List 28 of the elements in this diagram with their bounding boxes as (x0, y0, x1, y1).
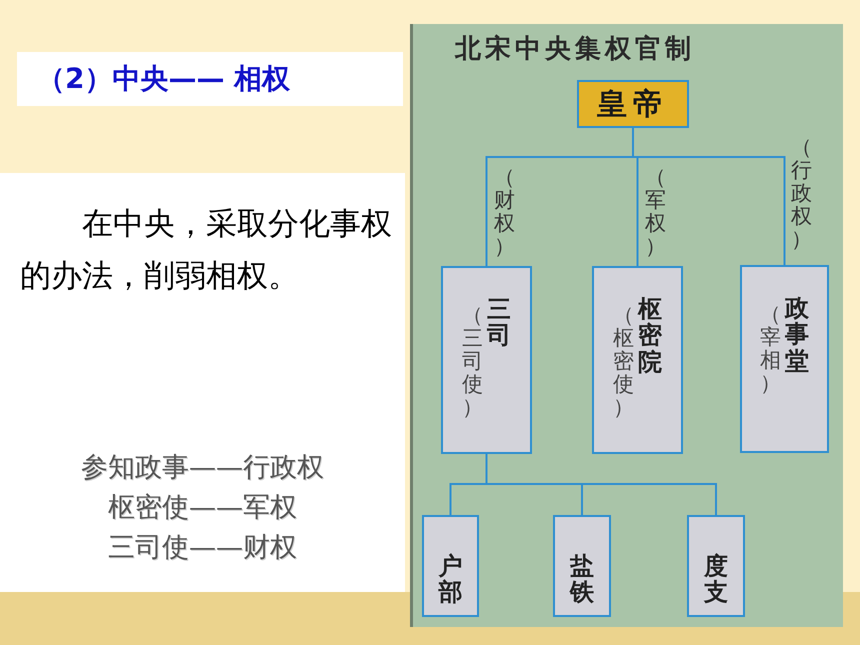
node-label: 三司 (487, 296, 511, 349)
node-label: （三司使） (462, 304, 483, 420)
connector-line (486, 454, 717, 515)
slide-title: （2）中央—— 相权 (37, 61, 290, 97)
edge-label: （行政权） (791, 136, 812, 252)
node-label: （枢密使） (613, 304, 634, 420)
emperor-box (577, 80, 689, 128)
edge-label: （财权） (494, 166, 515, 258)
outlined-note: 参知政事——行政权 (81, 451, 324, 485)
node-label: 户部 (438, 553, 462, 606)
edge-label: （军权） (645, 166, 666, 258)
outlined-note: 三司使——财权 (108, 531, 297, 565)
node-label: 政事堂 (785, 295, 809, 374)
chart-title: 北宋中央集权官制 (455, 33, 695, 66)
office-box (592, 266, 683, 454)
connector-line (632, 128, 786, 265)
node-label: 枢密院 (638, 296, 662, 376)
office-box (441, 266, 532, 454)
node-label: 皇帝 (597, 86, 669, 124)
office-box (422, 515, 479, 617)
office-box (740, 265, 829, 453)
outlined-note: 枢密使——军权 (108, 491, 297, 525)
node-label: （宰相） (760, 303, 781, 396)
node-label: 盐铁 (570, 553, 594, 606)
paragraph: 在中央，采取分化事权的办法，削弱相权。 (20, 205, 393, 296)
office-box (687, 515, 745, 617)
office-box (553, 515, 611, 617)
node-label: 度支 (704, 553, 728, 606)
